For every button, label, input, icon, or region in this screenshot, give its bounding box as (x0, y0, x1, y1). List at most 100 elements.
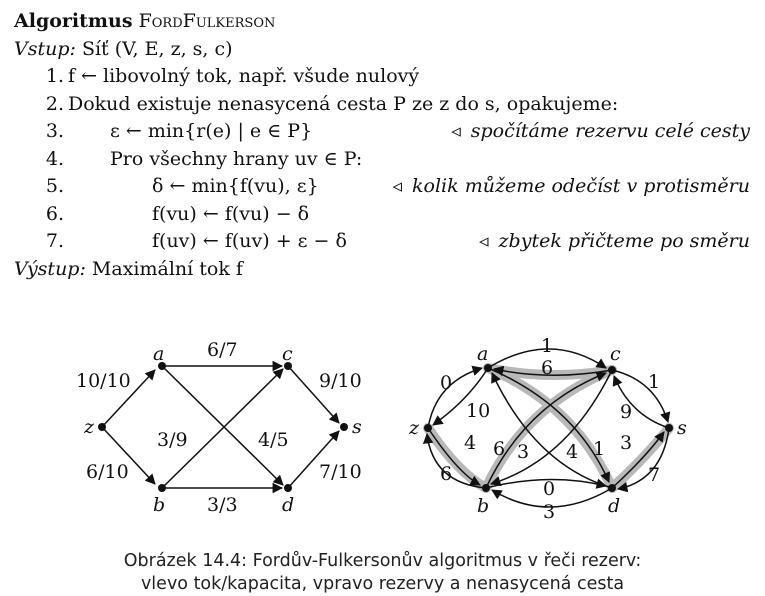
input-text: Síť (V, E, z, s, c) (81, 37, 233, 60)
edge-label-b-c: 3/9 (157, 429, 188, 451)
path-highlight-b-c (481, 365, 617, 493)
reserve-c-a: 6 (541, 357, 553, 379)
step-comment: ◃ kolik můžeme odečíst v protisměru (392, 173, 750, 201)
step-number: 4. (45, 147, 64, 170)
step-code: f(vu) ← f(vu) − δ (152, 202, 310, 225)
node-label-z: z (408, 417, 420, 439)
edge-label-c-s: 9/10 (319, 370, 362, 392)
reserve-c-s: 1 (648, 371, 660, 393)
reserve-d-b: 3 (543, 501, 555, 523)
step-4: 4. Pro všechny hrany uv ∈ P: (14, 146, 754, 174)
edge-d-a (491, 372, 613, 489)
step-1: 1. f ← libovolný tok, např. všude nulový (14, 63, 754, 91)
edge-z-b (101, 426, 156, 485)
node-s (665, 424, 673, 432)
node-label-a: a (477, 343, 488, 365)
node-label-d: d (608, 495, 620, 517)
node-z (98, 423, 106, 431)
edge-s-d (616, 427, 670, 493)
edge-z-b (427, 427, 481, 486)
step-number: 3. (45, 120, 64, 142)
step-2: 2. Dokud existuje nenasycená cesta P ze … (14, 91, 754, 119)
step-3: 3. ε ← min{r(e) | e ∈ P} ◃ spočítáme reze… (14, 118, 754, 146)
reserve-c-b: 3 (517, 441, 529, 463)
edge-label-z-a: 10/10 (76, 370, 131, 392)
node-label-s: s (352, 416, 362, 438)
node-label-b: b (477, 495, 489, 517)
node-z (424, 424, 432, 432)
edge-label-b-d: 3/3 (207, 494, 238, 516)
input-label: Vstup: (14, 37, 76, 60)
reserve-s-c: 9 (620, 401, 632, 423)
reserve-z-a: 0 (440, 372, 452, 394)
step-code: ε ← min{r(e) | e ∈ P} (110, 120, 313, 142)
edge-label-d-s: 7/10 (319, 461, 362, 483)
algorithm-keyword: Algoritmus (14, 10, 133, 32)
edge-label-a-d: 4/5 (258, 429, 289, 451)
comment-marker: ◃ (451, 120, 461, 142)
node-label-c: c (610, 343, 621, 365)
edge-a-d (487, 367, 610, 483)
algorithm-header: Algoritmus FordFulkerson (14, 8, 754, 36)
caption-line-1: Obrázek 14.4: Fordův-Fulkersonův algorit… (123, 551, 642, 571)
step-number: 5. (45, 175, 64, 197)
node-a (484, 364, 492, 372)
node-c (608, 366, 616, 374)
step-number: 7. (45, 230, 64, 252)
reserve-b-c: 6 (493, 438, 505, 460)
figure-caption: Obrázek 14.4: Fordův-Fulkersonův algorit… (0, 550, 765, 596)
node-d (284, 484, 292, 492)
edge-a-z (432, 367, 489, 426)
reserve-a-d: 1 (593, 438, 605, 460)
edge-c-s (287, 365, 340, 424)
reserve-b-z: 6 (440, 463, 452, 485)
algorithm-input: Vstup: Síť (V, E, z, s, c) (14, 36, 754, 64)
node-label-a: a (153, 343, 164, 365)
comment-text: kolik můžeme odečíst v protisměru (412, 175, 750, 197)
edge-d-b (491, 487, 613, 508)
comment-marker: ◃ (392, 175, 403, 197)
reserve-s-d: 7 (648, 464, 660, 486)
edge-c-s (611, 369, 671, 424)
step-number: 6. (45, 202, 64, 225)
figure-graphs: z a b c d s 10/10 6/10 6/7 4/5 3/9 3/3 9… (76, 335, 687, 523)
node-b (158, 484, 166, 492)
step-code: δ ← min{f(vu), ε} (152, 175, 319, 197)
reserve-z-b: 4 (464, 432, 476, 454)
node-d (608, 484, 616, 492)
edge-s-c (612, 375, 670, 429)
edge-b-d (485, 478, 608, 489)
reserve-d-s: 3 (620, 432, 632, 454)
comment-text: spočítáme rezervu celé cesty (470, 120, 750, 142)
edge-a-c (487, 348, 607, 369)
edge-b-c (161, 368, 284, 489)
node-label-c: c (282, 343, 293, 365)
step-number: 2. (45, 92, 64, 115)
step-code: Pro všechny hrany uv ∈ P: (110, 147, 363, 170)
node-label-d: d (282, 494, 294, 516)
edge-z-a (427, 365, 484, 429)
edge-d-s (287, 430, 340, 489)
algorithm-output: Výstup: Maximální tok f (14, 256, 754, 284)
step-7: 7. f(uv) ← f(uv) + ε − δ ◃zbytek přičtem… (14, 228, 754, 256)
path-highlight-z-b (423, 423, 491, 493)
node-label-b: b (153, 494, 165, 516)
output-text: Maximální tok f (91, 257, 243, 280)
left-flow-graph: z a b c d s 10/10 6/10 6/7 4/5 3/9 3/3 9… (76, 339, 362, 516)
path-highlight-a-d (483, 363, 617, 493)
node-label-z: z (83, 416, 95, 438)
edge-b-z (422, 432, 487, 489)
comment-marker: ◃ (479, 230, 489, 252)
edge-label-a-c: 6/7 (207, 339, 238, 361)
output-label: Výstup: (14, 257, 86, 280)
reserve-b-d: 0 (543, 478, 555, 500)
reserve-a-z: 10 (466, 400, 490, 422)
edge-z-a (101, 369, 156, 428)
comment-text: zbytek přičteme po směru (498, 230, 750, 252)
step-number: 1. (45, 65, 64, 87)
step-code: Dokud existuje nenasycená cesta P ze z d… (68, 92, 619, 115)
edge-a-d (161, 365, 284, 486)
reserve-d-a: 4 (566, 441, 578, 463)
node-a (158, 362, 166, 370)
step-6: 6. f(vu) ← f(vu) − δ (14, 201, 754, 229)
